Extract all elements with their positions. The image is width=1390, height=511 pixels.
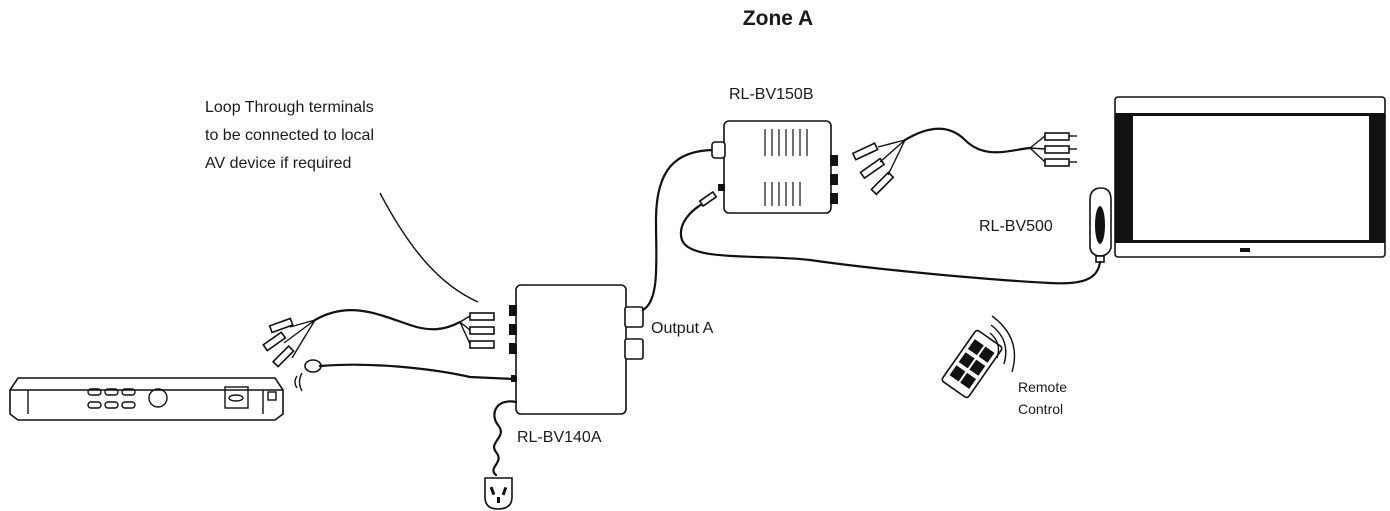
ir-receiver-label: RL-BV500 [979,218,1053,235]
source-rca-cable [262,309,495,368]
transmitter-box [509,284,644,415]
loop-through-pointer [379,192,479,303]
loop-through-line-3: AV device if required [205,155,351,172]
receiver-label: RL-BV150B [729,86,814,103]
loop-through-line-1: Loop Through terminals [205,99,374,116]
ir-emitter-cable [318,363,516,381]
loop-through-note: Loop Through terminals to be connected t… [205,99,479,303]
flat-screen-tv-icon [1114,96,1386,258]
remote-label-line-2: Control [1018,401,1063,417]
cat5-cable [641,148,717,312]
ir-receiver-cable [679,200,1102,285]
loop-through-line-2: to be connected to local [205,127,374,144]
ir-receiver-jack [698,190,718,208]
power-plug-icon [484,477,513,510]
av-source-player-icon [9,377,284,421]
ir-emitter-waves [294,359,322,392]
transmitter-label: RL-BV140A [517,429,602,446]
remote-label-line-1: Remote [1018,379,1067,395]
diagram-title: Zone A [743,7,813,30]
receiver-box [711,120,838,214]
power-cord [492,400,518,477]
remote-control-icon [941,315,1016,399]
output-label: Output A [651,320,714,337]
receiver-tv-rca-cable [851,127,1077,196]
ir-receiver-device [1089,187,1112,263]
